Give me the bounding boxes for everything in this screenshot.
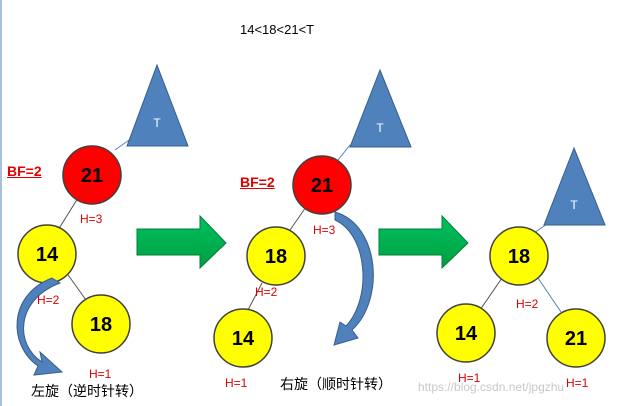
height-18-stage2: H=2 bbox=[255, 285, 278, 299]
edge-18-14-stage3 bbox=[479, 277, 503, 311]
node-21-stage3 bbox=[546, 308, 606, 368]
edge-21-14-stage1 bbox=[57, 197, 79, 231]
height-18-stage1: H=1 bbox=[89, 367, 112, 381]
subtree-t-triangle-stage2 bbox=[349, 68, 412, 148]
edge-18-14-stage2 bbox=[247, 282, 263, 311]
node-21-stage1 bbox=[62, 145, 122, 205]
height-14-stage2: H=1 bbox=[225, 376, 248, 390]
edge-21-t-stage2 bbox=[337, 144, 351, 161]
node-21-label-stage3: 21 bbox=[565, 328, 587, 350]
subtree-t-label-stage3: T bbox=[570, 198, 578, 212]
node-14-label-stage3: 14 bbox=[455, 323, 478, 345]
balance-factor-stage2: BF=2 bbox=[240, 174, 275, 190]
node-21-label-stage2: 21 bbox=[311, 175, 333, 197]
node-18-label-stage1: 18 bbox=[90, 314, 112, 336]
caption-right-rotation: 右旋（顺时针转） bbox=[280, 376, 392, 392]
node-18-label-stage2: 18 bbox=[265, 246, 287, 268]
edge-18-21-stage3 bbox=[537, 277, 562, 313]
subtree-t-label-stage2: T bbox=[376, 121, 384, 135]
node-18-stage1 bbox=[71, 294, 131, 354]
caption-left-rotation: 左旋（逆时针转） bbox=[31, 383, 143, 399]
node-14-label-stage1: 14 bbox=[36, 244, 59, 266]
ordering-formula: 14<18<21<T bbox=[240, 22, 315, 37]
height-14-stage1: H=2 bbox=[37, 293, 60, 307]
height-14-stage3: H=1 bbox=[458, 371, 481, 385]
node-18-stage2 bbox=[246, 226, 306, 286]
subtree-t-triangle-stage3 bbox=[543, 146, 606, 226]
height-18-stage3: H=2 bbox=[516, 297, 539, 311]
height-21-stage1: H=3 bbox=[80, 212, 103, 226]
node-18-stage3 bbox=[489, 226, 549, 286]
subtree-t-triangle-stage1 bbox=[126, 63, 189, 147]
node-21-label-stage1: 21 bbox=[81, 165, 103, 187]
rotate-left-curved-arrow bbox=[16, 277, 64, 376]
watermark: https://blog.csdn.net/jpgzhu bbox=[418, 380, 565, 394]
node-14-stage3 bbox=[436, 303, 496, 363]
height-21-stage3: H=1 bbox=[566, 376, 589, 390]
edge-14-18-stage1 bbox=[65, 271, 87, 301]
balance-factor-stage1: BF=2 bbox=[7, 163, 42, 179]
edge-21-18-stage2 bbox=[289, 206, 307, 231]
transition-arrow-1 bbox=[136, 214, 227, 270]
node-18-label-stage3: 18 bbox=[508, 246, 530, 268]
height-21-stage2: H=3 bbox=[313, 223, 336, 237]
node-14-stage2 bbox=[213, 308, 273, 368]
node-14-label-stage2: 14 bbox=[232, 328, 255, 350]
subtree-t-label-stage1: T bbox=[153, 116, 161, 130]
node-21-stage2 bbox=[292, 155, 352, 215]
rotate-right-curved-arrow bbox=[333, 211, 374, 346]
transition-arrow-2 bbox=[378, 214, 469, 270]
